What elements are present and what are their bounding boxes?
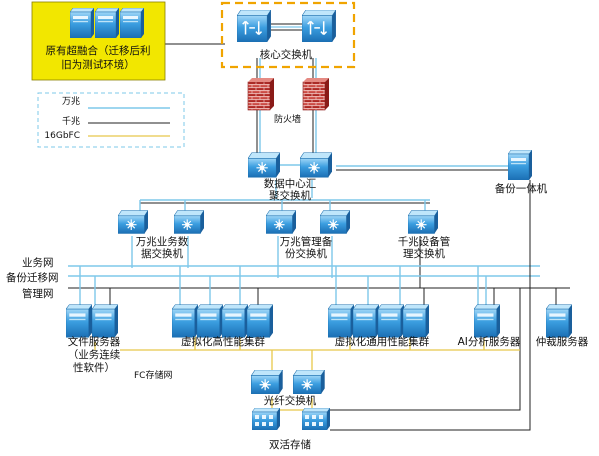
backup-appliance-group: 备份一体机 (495, 150, 548, 195)
file-server-label-line1: 文件服务器 (68, 335, 121, 348)
fc-network-group: FC存储网 光纤交换机 (134, 369, 326, 407)
general-server-icon (403, 304, 429, 338)
ai-server-label: AI分析服务器 (458, 335, 521, 348)
gig-switch-label-line2: 理交换机 (403, 247, 445, 260)
ai-server-group: AI分析服务器 (458, 304, 521, 348)
core-dashed-frame (220, 1, 356, 69)
legacy-box-label-line1: 原有超融合（迁移后利 (46, 44, 151, 57)
links (68, 43, 570, 431)
aggregation-switch-icon (248, 152, 280, 178)
legacy-box-label-line2: 旧为测试环境） (61, 58, 135, 71)
hpc-server-icon (222, 304, 248, 338)
hpc-cluster-label: 虚拟化高性能集群 (181, 335, 265, 348)
firewall-icon (302, 78, 329, 111)
legend-label-1g: 千兆 (62, 116, 80, 127)
aggregation-switch-group: 数据中心汇 聚交换机 (248, 152, 332, 202)
legend-label-fc: 16GbFC (44, 131, 80, 141)
aggregation-label-line2: 聚交换机 (269, 189, 311, 202)
biz-switch-label-line1: 万兆业务数 (136, 235, 189, 248)
fc-switch-icon (250, 370, 284, 394)
mgmt-switch-icon (320, 210, 350, 234)
migration-network-label: 备份迁移网 (6, 271, 59, 284)
arbiter-server-icon (546, 304, 572, 338)
hpc-server-icon (172, 304, 198, 338)
file-server-label-line3: 性软件） (73, 361, 115, 374)
fc-switch-label: 光纤交换机 (264, 394, 317, 407)
general-cluster-group: 虚拟化通用性能集群 (328, 304, 430, 348)
core-switch-group: 核心交换机 (220, 1, 356, 69)
legacy-server-icon (120, 8, 144, 38)
legend-label-10g: 万兆 (62, 96, 80, 107)
firewall-group: 防火墙 (247, 78, 329, 125)
hpc-server-icon (197, 304, 223, 338)
file-server-label-line2: （业务连续 (68, 348, 121, 361)
file-server-icon (66, 304, 92, 338)
storage-group: 双活存储 (252, 408, 330, 451)
general-server-icon (378, 304, 404, 338)
legend-frame (37, 92, 185, 148)
legacy-hyperconverged-box: 原有超融合（迁移后利 旧为测试环境） (31, 1, 166, 81)
biz-switch-group: 万兆业务数 据交换机 (118, 210, 204, 260)
core-router-icon (237, 10, 271, 42)
hpc-cluster-group: 虚拟化高性能集群 (172, 304, 273, 348)
aggregation-label-line1: 数据中心汇 (264, 177, 317, 190)
biz-switch-label-line2: 据交换机 (141, 247, 183, 260)
network-labels: 业务网 备份迁移网 管理网 (6, 256, 59, 300)
firewall-label: 防火墙 (274, 113, 301, 125)
backup-appliance-icon (508, 150, 532, 180)
gig-switch-group: 千兆设备管 理交换机 (398, 210, 451, 260)
arbiter-server-group: 仲裁服务器 (536, 304, 589, 348)
fc-switch-icon (292, 370, 326, 394)
arbiter-server-label: 仲裁服务器 (536, 335, 589, 348)
legacy-server-icon (95, 8, 119, 38)
gig-switch-label-line1: 千兆设备管 (398, 235, 451, 248)
file-server-group: 文件服务器 （业务连续 性软件） (66, 304, 121, 374)
storage-icon (302, 408, 330, 430)
mgmt-switch-label-line2: 份交换机 (285, 247, 327, 260)
file-server-icon (92, 304, 118, 338)
firewall-icon (247, 78, 274, 111)
general-server-icon (353, 304, 379, 338)
mgmt-switch-label-line1: 万兆管理备 (280, 235, 333, 248)
management-network-label: 管理网 (22, 287, 54, 300)
gig-switch-icon (408, 210, 438, 234)
general-cluster-label: 虚拟化通用性能集群 (335, 335, 430, 348)
business-network-label: 业务网 (22, 256, 54, 269)
hpc-server-icon (247, 304, 273, 338)
storage-label: 双活存储 (269, 438, 311, 451)
mgmt-switch-icon (266, 210, 296, 234)
legacy-server-icon (70, 8, 94, 38)
biz-switch-icon (174, 210, 204, 234)
legend: 万兆 千兆 16GbFC (37, 92, 185, 148)
core-router-icon (302, 10, 336, 42)
ai-server-icon (474, 304, 500, 338)
core-switch-label: 核心交换机 (260, 48, 313, 61)
general-server-icon (328, 304, 354, 338)
fc-network-label: FC存储网 (134, 369, 172, 381)
backup-appliance-label: 备份一体机 (495, 182, 548, 195)
mgmt-switch-group: 万兆管理备 份交换机 (266, 210, 350, 260)
storage-icon (252, 408, 280, 430)
aggregation-switch-icon (300, 152, 332, 178)
biz-switch-icon (118, 210, 148, 234)
